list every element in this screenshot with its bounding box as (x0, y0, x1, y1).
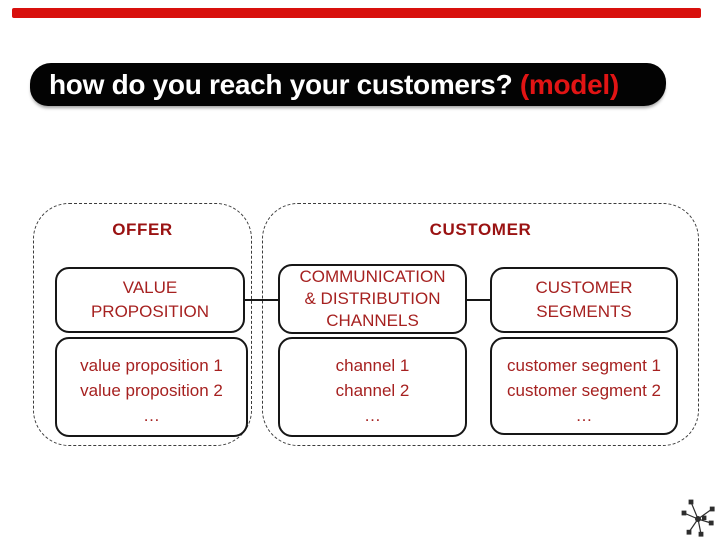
channels-line2: & DISTRIBUTION (304, 289, 441, 308)
channels-list: channel 1 channel 2 … (278, 337, 467, 437)
list-item: customer segment 2 (506, 381, 661, 400)
list-item: value proposition 2 (80, 381, 223, 400)
segments-line1: CUSTOMER (535, 278, 633, 297)
segments-line2: SEGMENTS (536, 302, 632, 321)
list-item: channel 1 (335, 356, 410, 375)
offer-group-label: OFFER (112, 220, 173, 239)
value-proposition-line2: PROPOSITION (90, 302, 210, 321)
slide-title-accent: (model) (519, 68, 619, 100)
list-item: value proposition 1 (80, 356, 223, 375)
value-proposition-list: value proposition 1 value proposition 2 … (55, 337, 248, 437)
segments-box: CUSTOMER SEGMENTS (490, 267, 678, 333)
channels-line3: CHANNELS (326, 311, 419, 330)
list-item: … (143, 406, 160, 425)
list-item: … (364, 406, 381, 425)
segments-list: customer segment 1 customer segment 2 … (490, 337, 678, 435)
channels-line1: COMMUNICATION (299, 267, 446, 286)
offer-group-container: OFFER (33, 203, 252, 446)
customer-group-container: CUSTOMER (262, 203, 699, 446)
connector-valueprop-channels (244, 299, 278, 301)
slide-title: how do you reach your customers? (49, 68, 520, 100)
top-accent-bar (12, 8, 701, 18)
connector-channels-segments (466, 299, 490, 301)
molecule-icon (681, 499, 715, 537)
customer-group-label: CUSTOMER (429, 220, 532, 239)
list-item: channel 2 (335, 381, 410, 400)
slide-title-banner: how do you reach your customers? (model) (30, 63, 666, 106)
channels-box: COMMUNICATION & DISTRIBUTION CHANNELS (278, 264, 467, 334)
list-item: customer segment 1 (506, 356, 661, 375)
list-item: … (575, 406, 593, 425)
value-proposition-line1: VALUE (122, 278, 178, 297)
value-proposition-box: VALUE PROPOSITION (55, 267, 245, 333)
